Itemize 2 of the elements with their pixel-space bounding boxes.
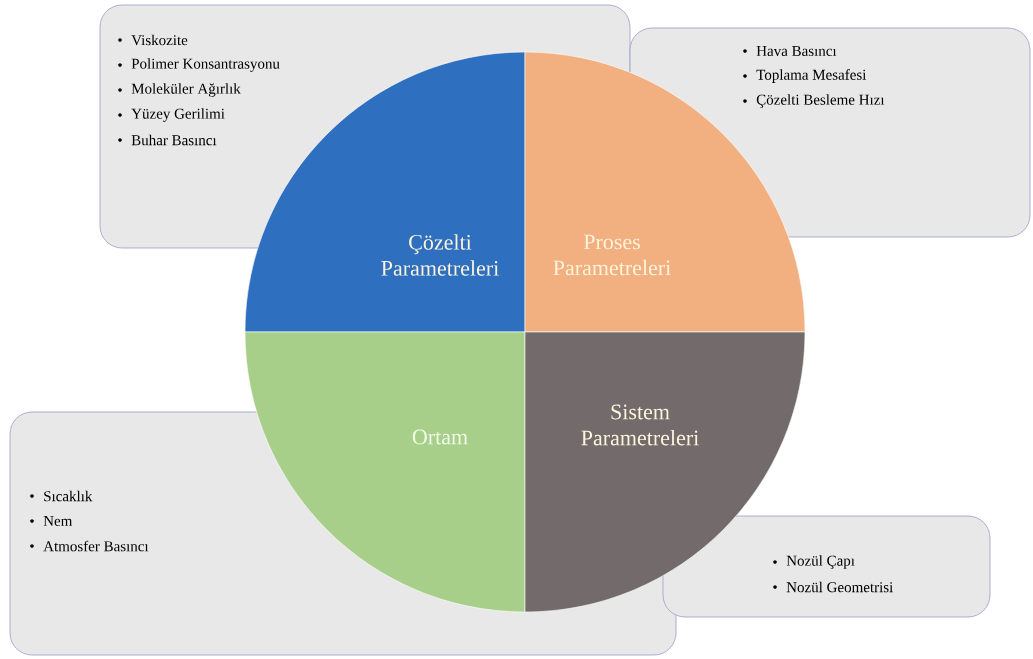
list-box: Nozül Çapı Nozül Geometrisi bbox=[662, 515, 991, 618]
pie-segment: Ortam bbox=[244, 331, 526, 613]
